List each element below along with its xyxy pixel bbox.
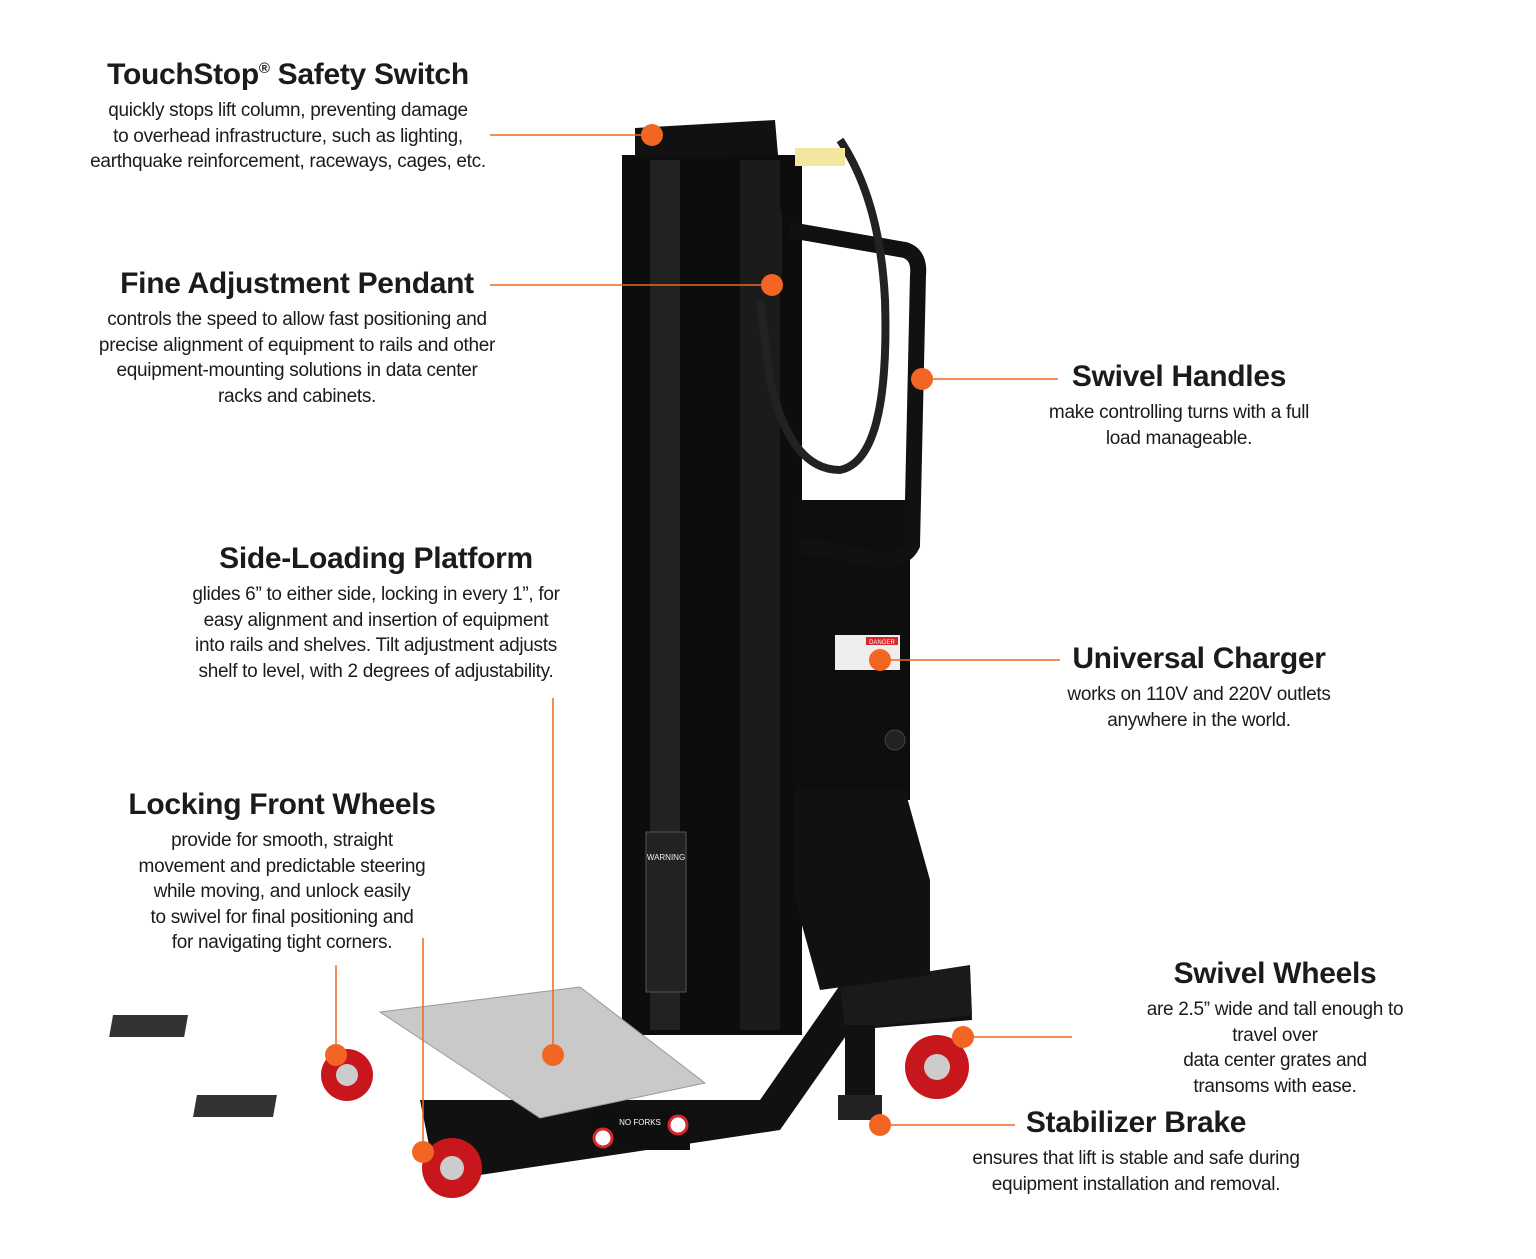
front-wheel-marker [325, 1044, 347, 1066]
callout-title: Fine Adjustment Pendant [120, 267, 474, 300]
touchstop-marker [641, 124, 663, 146]
swivel-handles-marker [911, 368, 933, 390]
warning-label: WARNING [647, 853, 685, 862]
callout-title: Side-Loading Platform [219, 542, 533, 575]
locking-front-wheel [422, 1138, 482, 1198]
charger-marker [869, 649, 891, 671]
callout-body: controls the speed to allow fast positio… [98, 309, 496, 407]
svg-text:DANGER: DANGER [869, 640, 895, 646]
callout-side-loading-platform: Side-Loading Platform glides 6” to eithe… [192, 542, 560, 684]
swivel-wheel [905, 1035, 969, 1099]
pendant-cord [756, 137, 890, 475]
base-frame [420, 970, 972, 1175]
callout-body: are 2.5” wide and tall enough to travel … [1146, 999, 1404, 1097]
no-forks-label: NO FORKS [619, 1118, 661, 1127]
charger-port [884, 729, 906, 751]
callout-locking-front-wheels: Locking Front Wheels provide for smooth,… [128, 788, 436, 956]
leader-lines [335, 134, 1072, 1152]
callout-fine-adjustment-pendant: Fine Adjustment Pendant controls the spe… [99, 267, 495, 409]
callout-title: TouchStop® Safety Switch [107, 58, 469, 91]
callout-body: quickly stops lift column, preventing da… [90, 100, 486, 172]
touchstop-cap [635, 120, 778, 158]
platform-marker [542, 1044, 564, 1066]
stabilizer-marker [869, 1114, 891, 1136]
callout-title: Swivel Handles [1071, 360, 1287, 393]
callout-swivel-handles: Swivel Handles make controlling turns wi… [1049, 360, 1309, 451]
swivel-handle [788, 222, 927, 569]
swivel-wheel-marker [952, 1026, 974, 1048]
callout-title: Locking Front Wheels [128, 788, 436, 821]
callout-body: glides 6” to either side, locking in eve… [192, 584, 560, 682]
pendant-marker [761, 274, 783, 296]
callout-universal-charger: Universal Charger works on 110V and 220V… [1067, 642, 1330, 733]
callout-touchstop: TouchStop® Safety Switch quickly stops l… [90, 58, 486, 175]
callout-swivel-wheels: Swivel Wheels are 2.5” wide and tall eno… [1145, 957, 1406, 1099]
callout-title: Universal Charger [1072, 642, 1326, 675]
callout-body: ensures that lift is stable and safe dur… [972, 1148, 1300, 1195]
callout-title: Swivel Wheels [1173, 957, 1377, 990]
front-wheel-marker [412, 1141, 434, 1163]
callout-title: Stabilizer Brake [1025, 1106, 1247, 1139]
callout-stabilizer-brake: Stabilizer Brake ensures that lift is st… [972, 1106, 1300, 1197]
pendant [760, 205, 782, 285]
